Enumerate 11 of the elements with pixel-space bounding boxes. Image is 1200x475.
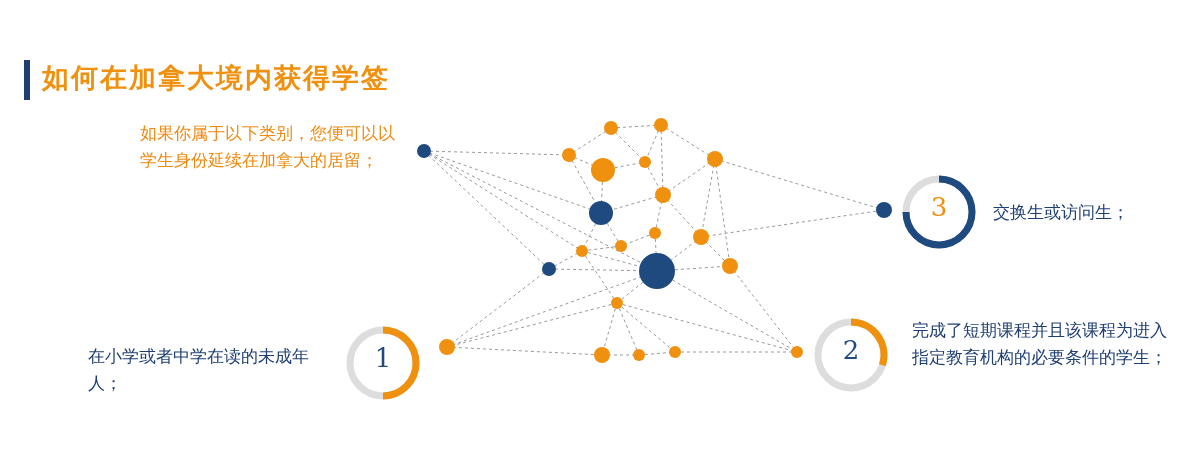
progress-ring: [901, 174, 977, 250]
intro-text: 如果你属于以下类别，您便可以以学生身份延续在加拿大的居留；: [140, 122, 396, 172]
description-text: 完成了短期课程并且该课程为进入指定教育机构的必要条件的学生；: [912, 319, 1168, 369]
step-number: 1: [373, 343, 393, 373]
progress-ring: [345, 325, 421, 401]
step-number: 3: [929, 192, 949, 222]
description-text: 交换生或访问生；: [993, 201, 1130, 224]
description-text: 在小学或者中学在读的未成年人；: [88, 345, 310, 395]
title: 如何在加拿大境内获得学签: [42, 61, 390, 95]
step-number: 2: [841, 335, 861, 365]
progress-ring: [813, 317, 889, 393]
